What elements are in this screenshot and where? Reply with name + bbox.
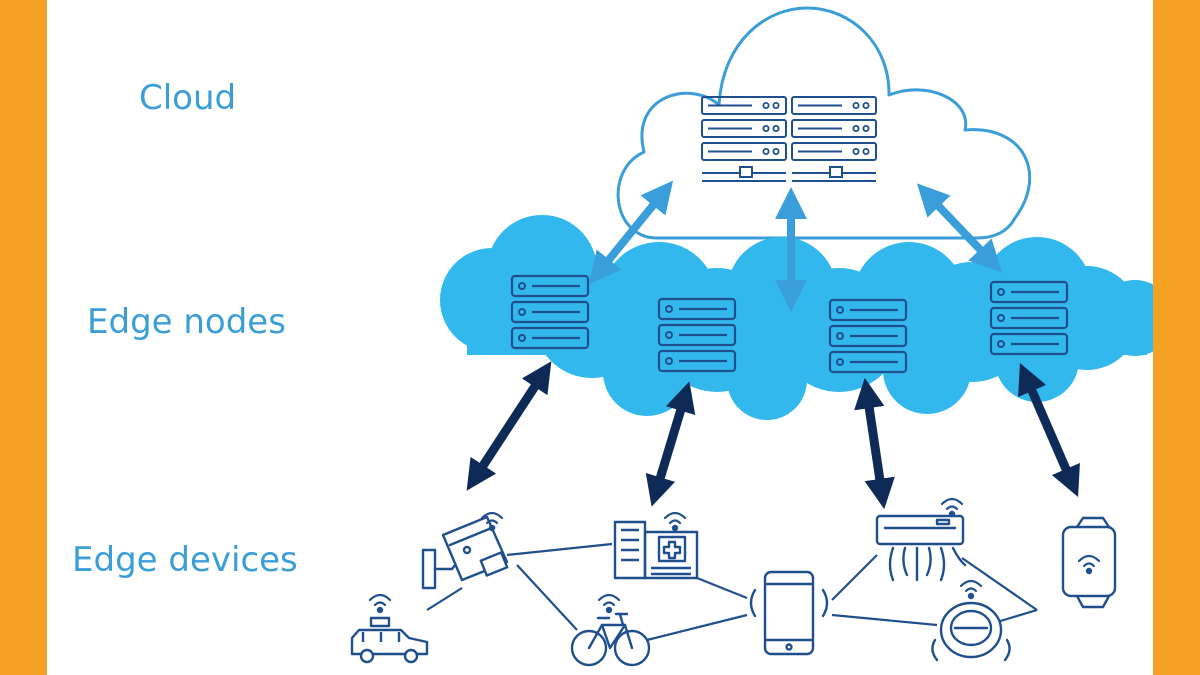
- edge-computing-diagram: [350, 6, 1153, 667]
- edge-device-arrow-4: [1018, 362, 1080, 498]
- edge-device-arrow-3: [854, 377, 895, 510]
- cloud-tier-label: Cloud: [139, 78, 237, 118]
- edge-device-arrow-1: [466, 361, 552, 491]
- air-conditioner-icon: [875, 497, 967, 582]
- robot-vacuum-icon: [931, 579, 1011, 662]
- edge-devices-tier-label: Edge devices: [72, 540, 298, 580]
- security-camera-icon: [421, 511, 509, 590]
- diagram-canvas: Cloud Edge nodes Edge devices: [47, 0, 1153, 675]
- device-network-links: [426, 542, 1038, 642]
- smartphone-icon: [749, 570, 829, 656]
- bicycle-icon: [570, 593, 651, 667]
- cloud-edge-arrow-3: [916, 183, 1003, 273]
- edge-device-arrow-2: [645, 381, 696, 507]
- cloud-outline: [616, 6, 1032, 240]
- edge-nodes-tier-label: Edge nodes: [87, 302, 286, 342]
- taxi-icon: [350, 593, 429, 664]
- hospital-icon: [613, 511, 699, 580]
- cloud-edge-arrow-1: [588, 180, 674, 285]
- smartwatch-icon: [1061, 516, 1117, 609]
